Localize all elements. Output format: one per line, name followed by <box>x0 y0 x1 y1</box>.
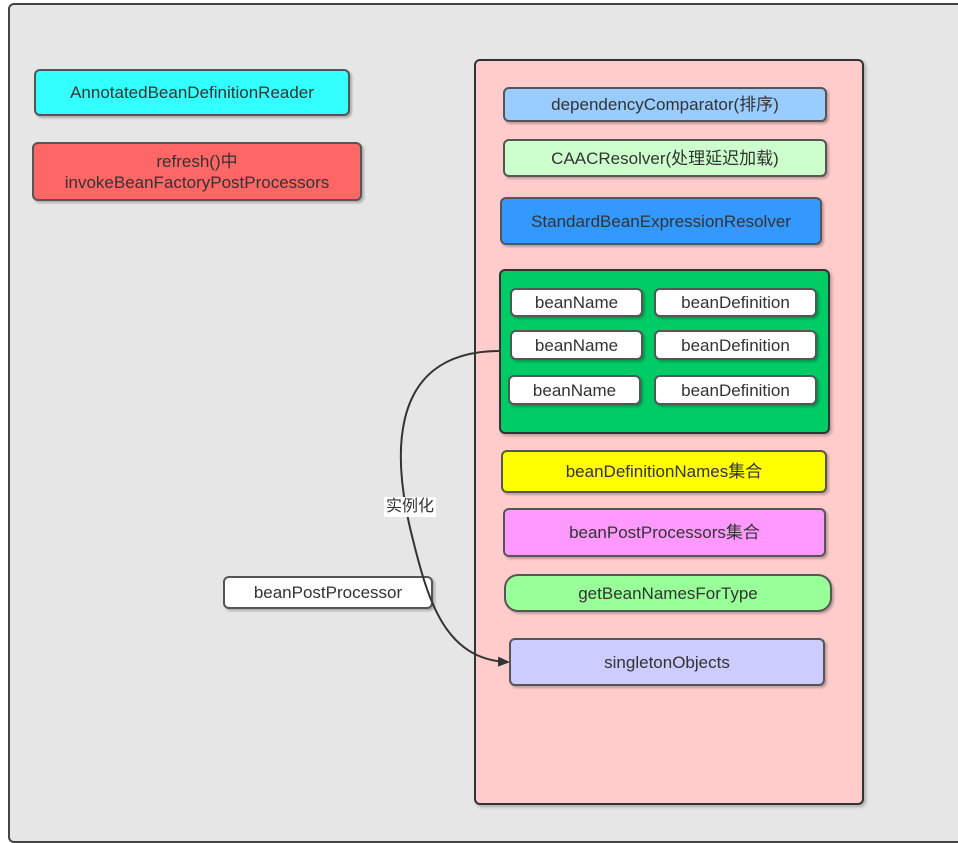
bean-post-processor-label: beanPostProcessor <box>253 583 403 602</box>
map-value-bean-definition[interactable]: beanDefinition <box>654 288 817 317</box>
bean-post-processors-box[interactable]: beanPostProcessors集合 <box>503 508 826 557</box>
caac-resolver-label: CAACResolver(处理延迟加载) <box>551 148 779 168</box>
map-key-bean-name[interactable]: beanName <box>510 288 643 317</box>
caac-resolver-box[interactable]: CAACResolver(处理延迟加载) <box>503 139 827 177</box>
singleton-objects-label: singletonObjects <box>604 652 730 672</box>
standard-bean-expression-resolver-box[interactable]: StandardBeanExpressionResolver <box>500 197 822 245</box>
bean-post-processors-label: beanPostProcessors集合 <box>569 523 760 542</box>
bean-post-processor-box[interactable]: beanPostProcessor <box>223 576 433 609</box>
map-key-bean-name[interactable]: beanName <box>510 330 643 360</box>
map-value-bean-definition[interactable]: beanDefinition <box>654 375 817 405</box>
map-value-bean-definition[interactable]: beanDefinition <box>654 330 817 360</box>
annotated-bean-definition-reader-box[interactable]: AnnotatedBeanDefinitionReader <box>34 69 350 116</box>
refresh-invoke-box[interactable]: refresh()中 invokeBeanFactoryPostProcesso… <box>32 142 362 201</box>
map-value-bean-definition-label: beanDefinition <box>681 380 790 400</box>
refresh-invoke-label: refresh()中 invokeBeanFactoryPostProcesso… <box>65 151 330 193</box>
dependency-comparator-box[interactable]: dependencyComparator(排序) <box>503 87 827 122</box>
get-bean-names-for-type-label: getBeanNamesForType <box>578 583 758 603</box>
map-key-bean-name[interactable]: beanName <box>508 375 641 405</box>
refresh-label-line1: refresh()中 <box>156 151 238 171</box>
dependency-comparator-label: dependencyComparator(排序) <box>551 95 779 114</box>
map-value-bean-definition-label: beanDefinition <box>681 335 790 355</box>
map-key-bean-name-label: beanName <box>534 335 619 355</box>
instantiate-edge-label: 实例化 <box>384 497 437 517</box>
map-key-bean-name-label: beanName <box>532 380 617 400</box>
get-bean-names-for-type-box[interactable]: getBeanNamesForType <box>504 574 832 612</box>
map-value-bean-definition-label: beanDefinition <box>681 293 790 312</box>
standard-bean-expression-resolver-label: StandardBeanExpressionResolver <box>531 211 791 231</box>
bean-definition-names-box[interactable]: beanDefinitionNames集合 <box>501 450 827 493</box>
refresh-label-line2: invokeBeanFactoryPostProcessors <box>64 172 330 192</box>
singleton-objects-box[interactable]: singletonObjects <box>509 638 825 686</box>
annotated-bean-definition-reader-label: AnnotatedBeanDefinitionReader <box>70 83 314 102</box>
bean-definition-names-label: beanDefinitionNames集合 <box>565 462 763 481</box>
map-key-bean-name-label: beanName <box>534 293 619 312</box>
